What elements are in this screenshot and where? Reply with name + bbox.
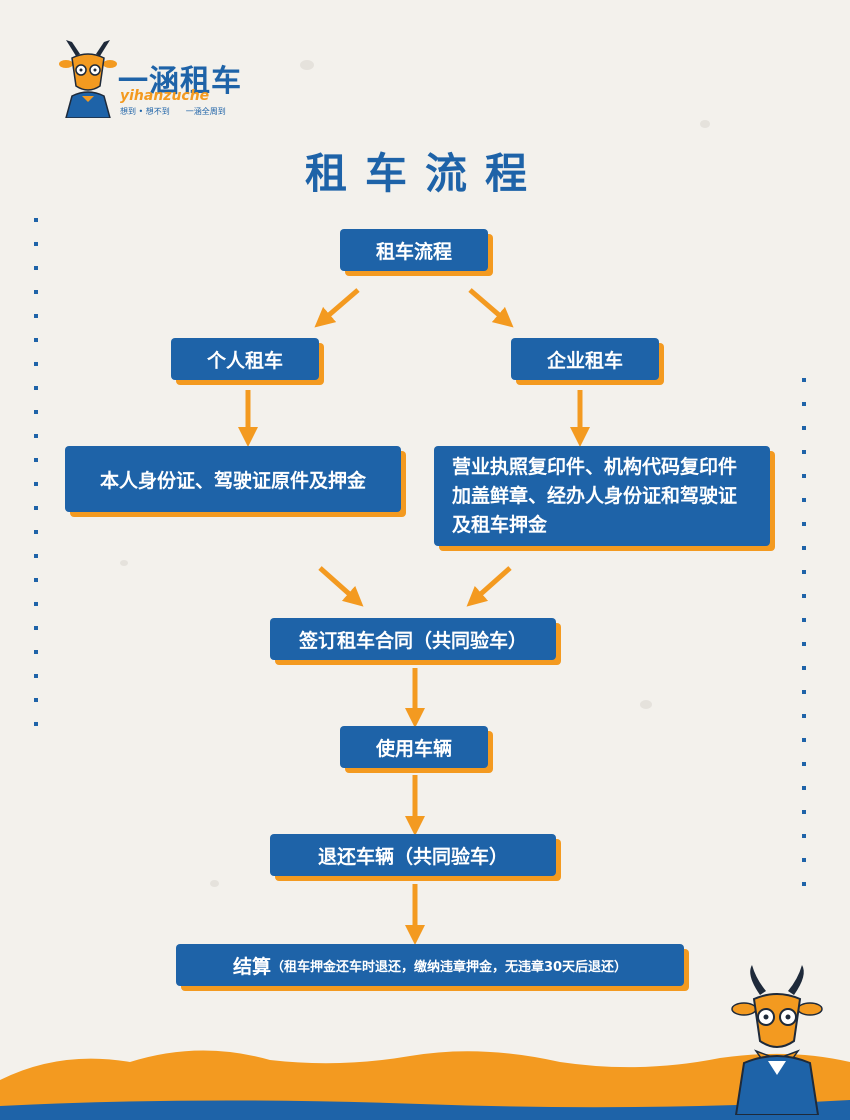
goat-mascot-logo-icon (59, 40, 117, 118)
enterprise-rental-box: 企业租车 (511, 338, 659, 380)
brand-logo: 一涵租车 yihanzuche 想到 • 想不到 一涵全周到 (58, 38, 248, 120)
background-speck (210, 880, 219, 887)
return-vehicle-box: 退还车辆（共同验车） (270, 834, 556, 876)
settlement-box: 结算 （租车押金还车时退还，缴纳违章押金，无违章30天后退还） (176, 944, 684, 986)
personal-rental-box: 个人租车 (171, 338, 319, 380)
arrow-personal-docs-to-contract (318, 566, 364, 607)
brand-slogan: 想到 • 想不到 一涵全周到 (120, 107, 226, 116)
sign-contract-box: 签订租车合同（共同验车） (270, 618, 556, 660)
arrow-root-to-personal (314, 288, 360, 328)
background-speck (640, 700, 652, 709)
use-vehicle-box: 使用车辆 (340, 726, 488, 768)
settlement-label: 结算 (232, 955, 271, 978)
background-speck (700, 120, 710, 128)
goat-mascot-illustration-icon (731, 965, 823, 1115)
left-dotted-border (34, 218, 40, 746)
personal-docs-box: 本人身份证、驾驶证原件及押金 (65, 446, 401, 512)
settlement-note: （租车押金还车时退还，缴纳违章押金，无违章30天后退还） (270, 959, 628, 975)
right-dotted-border (802, 378, 808, 906)
enterprise-docs-box: 营业执照复印件、机构代码复印件加盖鲜章、经办人身份证和驾驶证及租车押金 (434, 446, 770, 546)
background-speck (300, 60, 314, 70)
background-speck (120, 560, 128, 566)
arrow-enterprise-docs-to-contract (466, 566, 512, 607)
root-box: 租车流程 (340, 229, 488, 271)
brand-name: 一涵租车 (118, 64, 242, 99)
arrow-root-to-enterprise (468, 288, 514, 328)
page-title: 租车流程 (304, 149, 545, 198)
brand-pinyin: yihanzuche (120, 88, 210, 104)
